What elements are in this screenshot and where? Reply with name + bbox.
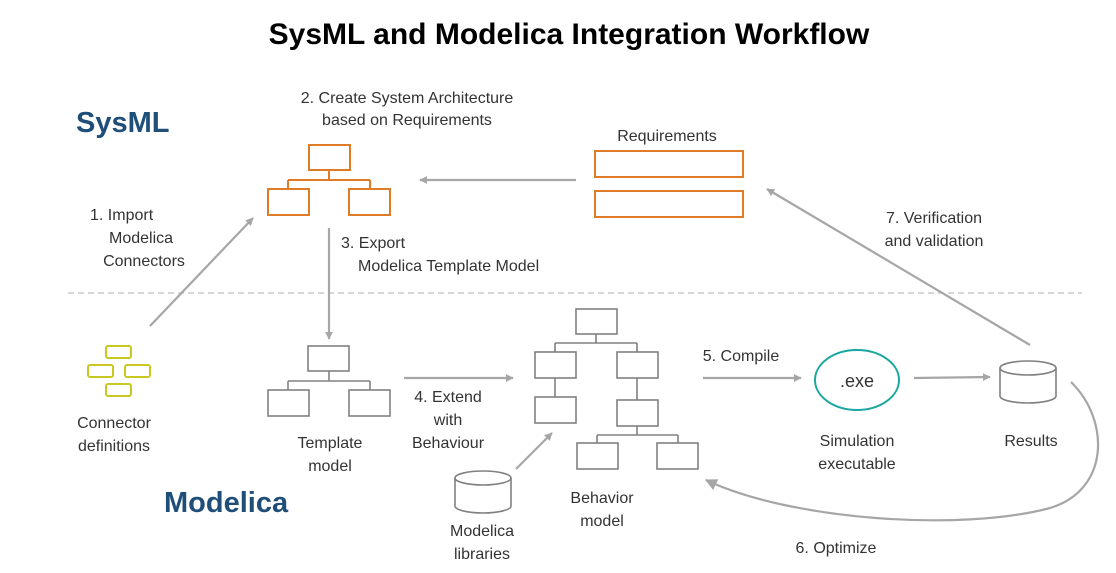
step-import-line2: Modelica — [109, 230, 173, 247]
results-label: Results — [1004, 433, 1057, 450]
exe-label: .exe — [840, 371, 874, 391]
section-label-sysml: SysML — [76, 107, 169, 139]
step-optimize: 6. Optimize — [796, 540, 877, 557]
behavior-model-icon — [534, 308, 699, 470]
connector-definitions-label-1: Connector — [77, 415, 151, 432]
step-import-line1: 1. Import — [90, 207, 154, 224]
template-model-label-2: model — [308, 458, 352, 475]
step-extend-line3: Behaviour — [412, 435, 485, 452]
step-import-line3: Connectors — [103, 253, 185, 270]
arrow-optimize — [704, 381, 1100, 522]
modelica-libraries-label-2: libraries — [454, 546, 510, 563]
template-model-label-1: Template — [298, 435, 363, 452]
simulation-label-1: Simulation — [820, 433, 895, 450]
step-export-line2: Modelica Template Model — [358, 258, 539, 275]
arrow-libraries — [515, 432, 553, 470]
step-export-line1: 3. Export — [341, 235, 406, 252]
step-create-line2: based on Requirements — [322, 112, 492, 129]
simulation-executable-icon — [814, 349, 900, 411]
step-create-line1: 2. Create System Architecture — [301, 90, 514, 107]
modelica-libraries-icon — [454, 470, 512, 514]
modelica-libraries-label-1: Modelica — [450, 523, 514, 540]
connector-definitions-label-2: definitions — [78, 438, 150, 455]
diagram-title: SysML and Modelica Integration Workflow — [269, 18, 870, 51]
behavior-model-label-1: Behavior — [570, 490, 634, 507]
step-labels: 1. Import Modelica Connectors 2. Create … — [77, 90, 1058, 563]
step-verify-line2: and validation — [885, 233, 984, 250]
simulation-label-2: executable — [818, 456, 895, 473]
requirements-icon — [594, 150, 744, 218]
section-label-modelica: Modelica — [164, 487, 289, 519]
step-verify-line1: 7. Verification — [886, 210, 982, 227]
arrow-verification — [766, 188, 1031, 346]
arrow-import — [149, 217, 254, 327]
template-model-icon — [267, 345, 391, 417]
requirements-label: Requirements — [617, 128, 717, 145]
system-architecture-icon — [267, 144, 391, 216]
behavior-model-label-2: model — [580, 513, 624, 530]
results-icon — [999, 360, 1057, 404]
arrow-to-results — [913, 373, 991, 382]
step-extend-line1: 4. Extend — [414, 389, 482, 406]
step-compile: 5. Compile — [703, 348, 780, 365]
step-extend-line2: with — [433, 412, 462, 429]
connector-definitions-icon — [87, 345, 151, 397]
